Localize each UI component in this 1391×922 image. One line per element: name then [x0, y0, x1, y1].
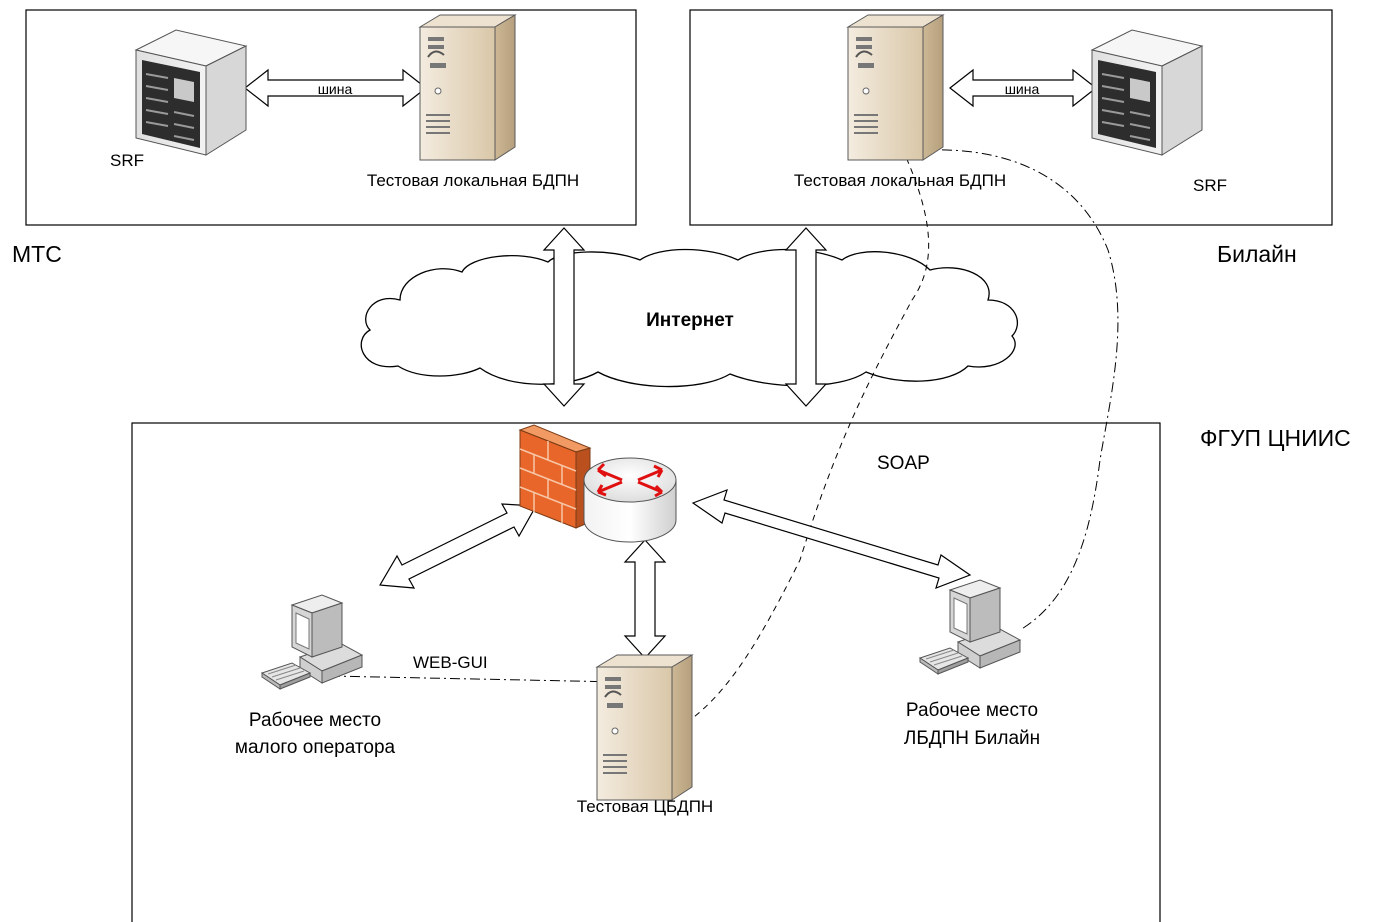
router-smallop-arrow: [379, 503, 537, 589]
beeline-ws-label-line2: ЛБДПН Билайн: [904, 728, 1040, 749]
router-beeline-ws-arrow: [691, 489, 972, 589]
internet-cloud: [360, 248, 1018, 388]
web-gui-dashdot-link: [329, 675, 621, 683]
soap-dashed-link: [689, 147, 930, 721]
beeline-db-server-icon: [847, 14, 944, 161]
small-op-workstation-icon: [261, 594, 363, 690]
mts-zone-box: [25, 9, 637, 226]
central-db-server-icon: [596, 654, 693, 801]
mts-db-label: Тестовая локальная БДПН: [367, 171, 579, 190]
fgup-zone-label: ФГУП ЦНИИС: [1200, 425, 1351, 451]
mts-srf-label: SRF: [110, 151, 144, 170]
beeline-srf-rack-icon: [1091, 29, 1203, 156]
beeline-srf-label: SRF: [1193, 176, 1227, 195]
central-db-label: Тестовая ЦБДПН: [577, 797, 713, 816]
mts-bus-label: шина: [318, 81, 353, 97]
beeline-internet-arrow: [784, 227, 828, 407]
mts-db-server-icon: [419, 14, 516, 161]
internet-cloud-label: Интернет: [646, 310, 734, 331]
beeline-zone-box: [689, 9, 1333, 226]
beeline-bus-label: шина: [1005, 81, 1040, 97]
beeline-zone-label: Билайн: [1217, 241, 1297, 267]
router-icon: [583, 457, 677, 543]
beeline-dashdot-link: [901, 149, 1119, 631]
small-op-ws-label-line2: малого оператора: [235, 737, 396, 758]
mts-srf-rack-icon: [135, 29, 247, 156]
beeline-db-label: Тестовая локальная БДПН: [794, 171, 1006, 190]
beeline-workstation-icon: [919, 579, 1021, 675]
beeline-ws-label-line1: Рабочее место: [906, 700, 1038, 721]
mts-zone-label: МТС: [12, 241, 62, 267]
firewall-icon: [518, 424, 592, 529]
router-cbdpn-arrow: [623, 539, 667, 659]
mts-internet-arrow: [542, 227, 586, 407]
soap-label: SOAP: [877, 453, 930, 474]
fgup-zone-box: [131, 422, 1161, 922]
small-op-ws-label-line1: Рабочее место: [249, 710, 381, 731]
web-gui-label: WEB-GUI: [413, 653, 488, 672]
